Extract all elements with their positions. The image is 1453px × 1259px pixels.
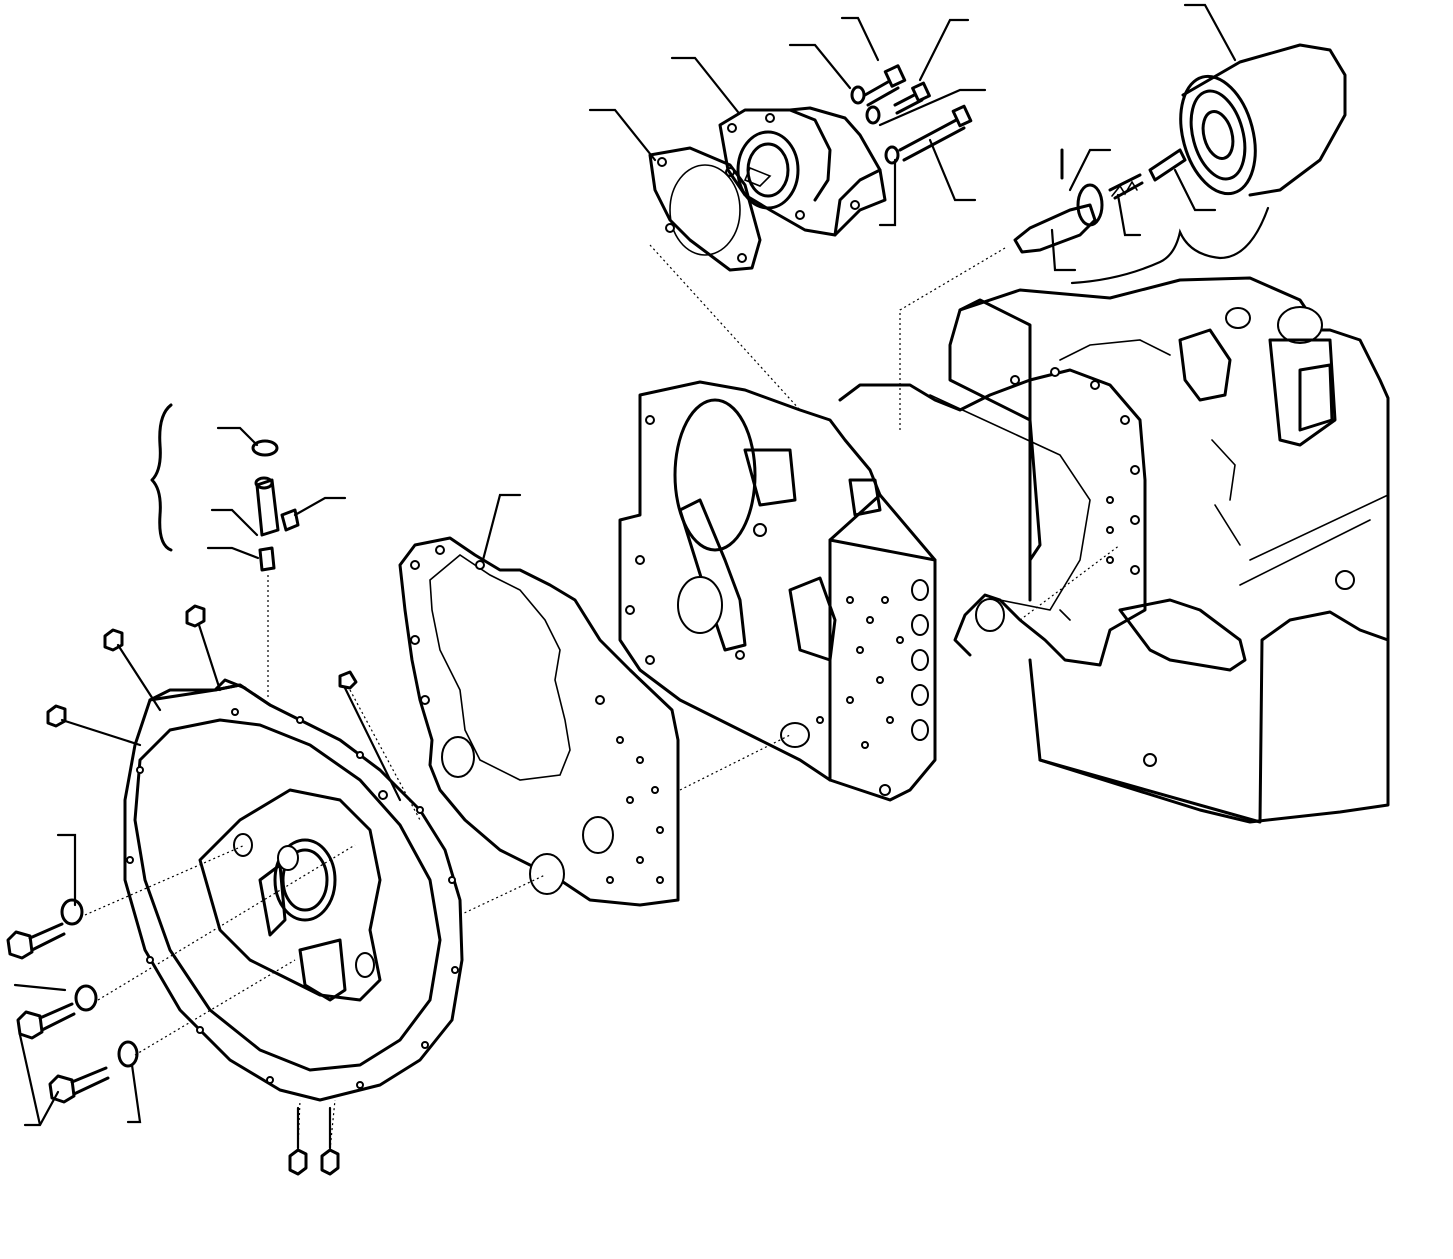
oil-filter xyxy=(1179,43,1347,197)
valve-body-passages xyxy=(625,415,904,796)
assembly-center-lines xyxy=(84,244,1121,1151)
cover-bolts xyxy=(6,898,139,1104)
gasket-bolt-holes xyxy=(1010,367,1140,575)
relief-valve-assembly xyxy=(1013,148,1187,254)
valve-body-side-ports xyxy=(911,579,929,741)
callout-leaders xyxy=(13,3,1270,1150)
front-cover xyxy=(123,678,464,1102)
transmission-case xyxy=(948,276,1390,824)
orifice-plug-group xyxy=(150,403,300,572)
rear-gasket xyxy=(838,367,1147,667)
cover-rim-holes xyxy=(126,708,459,1089)
pump-bolts xyxy=(850,64,973,165)
pump-gasket xyxy=(648,146,762,272)
pump-housing xyxy=(718,106,887,237)
front-gasket xyxy=(398,536,680,907)
loose-nuts xyxy=(46,604,358,1176)
valve-body xyxy=(618,380,937,802)
front-gasket-bolt-holes xyxy=(410,545,664,884)
